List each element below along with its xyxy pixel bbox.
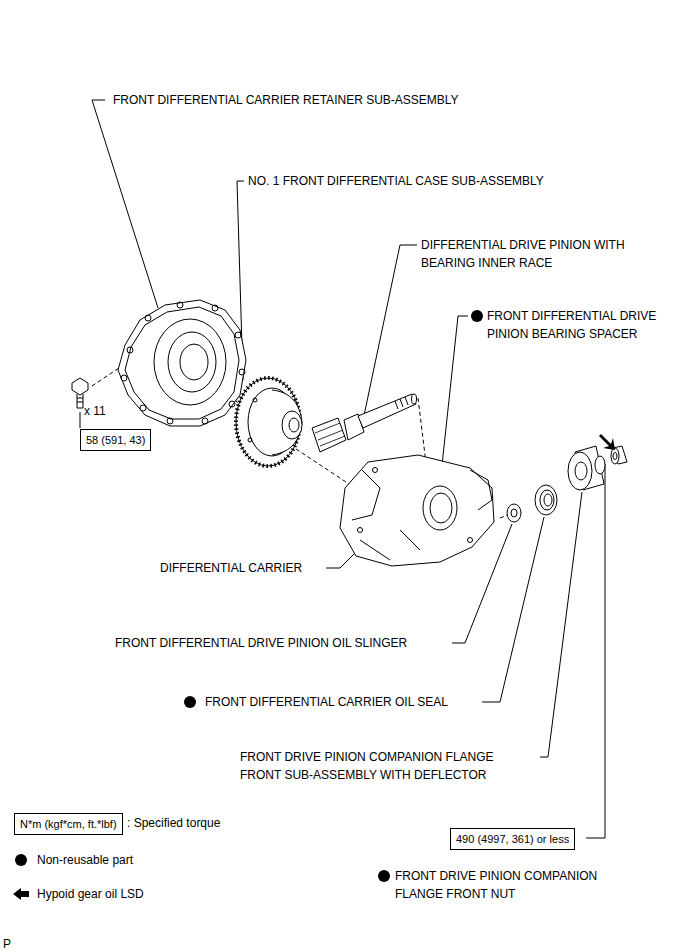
companion-flange [568,446,605,490]
leader-line [80,412,81,428]
leader-line [92,100,158,308]
legend-text: Hypoid gear oil LSD [37,885,144,903]
carrier-retainer [118,300,246,426]
oil-slinger [507,504,521,522]
torque-value: N*m (kgf*cm, ft.*lbf) [20,818,117,830]
leader-line [540,492,582,757]
oil-seal [535,485,557,515]
part-label: DIFFERENTIAL CARRIER [160,559,302,577]
legend-circle [15,854,27,866]
part-label: FRONT DIFFERENTIAL DRIVE PINION BEARING … [487,307,686,343]
part-label: DIFFERENTIAL DRIVE PINION WITH BEARING I… [421,236,636,272]
torque-value: 490 (4997, 361) or less [456,833,569,845]
legend-torque-box: N*m (kgf*cm, ft.*lbf) [14,813,123,835]
legend-arrow [13,888,29,900]
part-label: FRONT DRIVE PINION COMPANION FLANGE FRON… [240,748,525,784]
part-label: NO. 1 FRONT DIFFERENTIAL CASE SUB-ASSEMB… [248,172,544,190]
leader-line [326,550,358,568]
legend-text: Non-reusable part [37,851,133,869]
torque-value: 58 (591, 43) [86,434,145,446]
part-label: FRONT DIFFERENTIAL CARRIER RETAINER SUB-… [113,91,459,109]
quantity-label: x 11 [84,402,106,420]
leader-line [482,517,544,702]
non-reusable-mark [471,310,483,322]
leader-line [586,464,605,838]
differential-case [236,378,302,466]
part-label: FRONT DRIVE PINION COMPANION FLANGE FRON… [395,867,635,903]
bolt [72,378,88,408]
oil-arrow [599,434,615,450]
drive-pinion [312,394,417,452]
part-label: FRONT DIFFERENTIAL CARRIER OIL SEAL [205,693,448,711]
page-mark: P [3,935,11,952]
torque-box: 58 (591, 43) [80,429,151,451]
non-reusable-mark [184,696,196,708]
part-label: FRONT DIFFERENTIAL DRIVE PINION OIL SLIN… [115,634,407,652]
legend-text: : Specified torque [127,814,220,832]
differential-carrier [340,455,494,566]
torque-box: 490 (4997, 361) or less [450,828,575,850]
non-reusable-mark [378,870,390,882]
